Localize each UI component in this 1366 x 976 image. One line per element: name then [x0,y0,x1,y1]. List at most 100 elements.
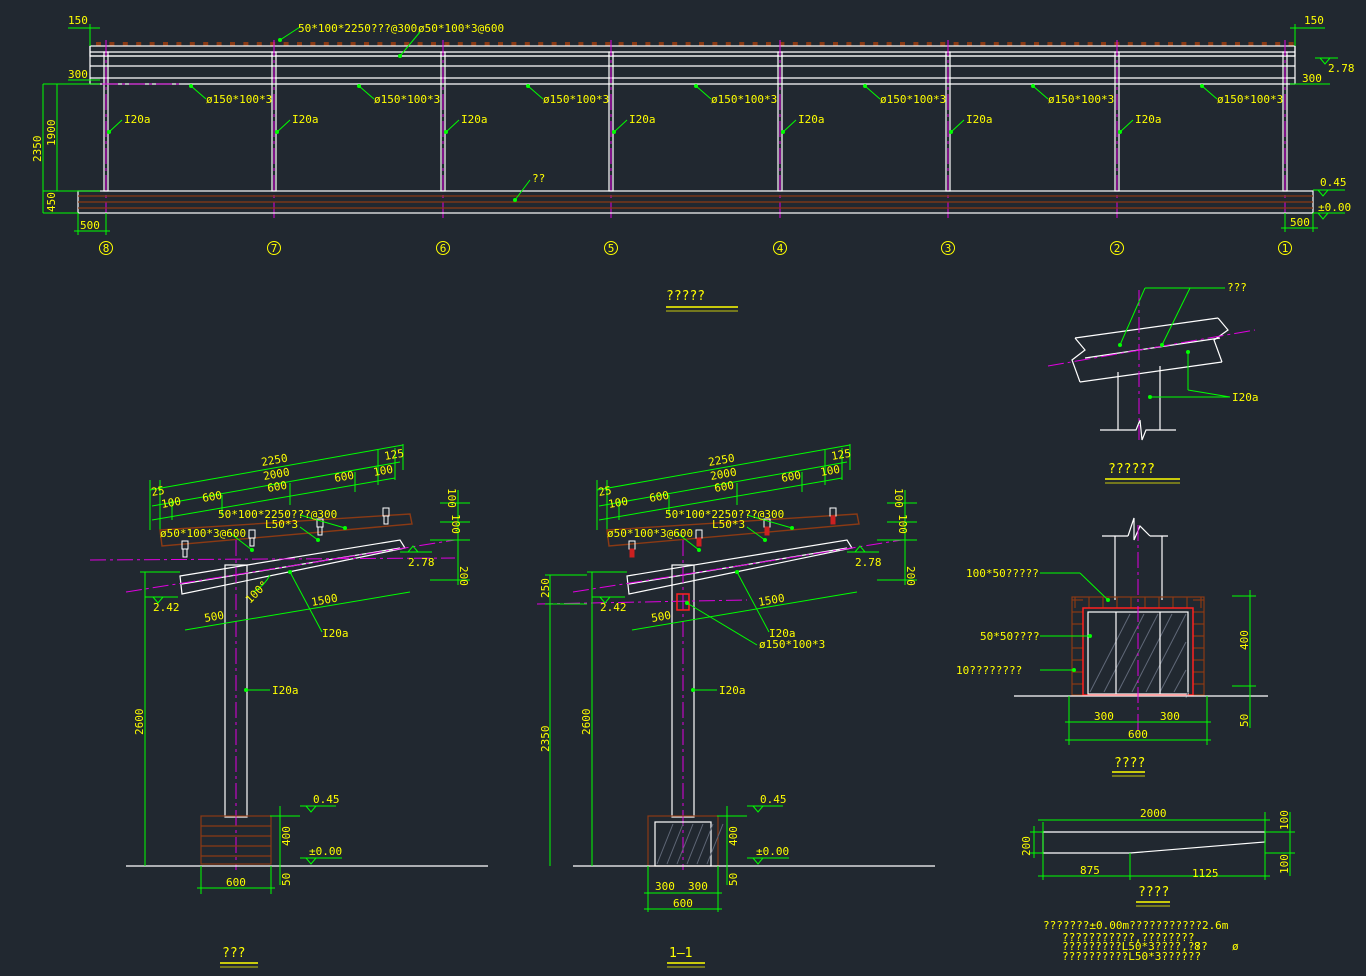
column-label: I20a [629,113,656,126]
roof-slat [980,42,986,46]
dim-600a: 600 [648,489,670,505]
roof-slat [953,42,959,46]
roof-slat [632,42,637,46]
base-dim-300b: 300 [1160,710,1180,723]
roof-slat [1141,42,1147,46]
dim-50: 50 [280,873,293,886]
column-label: I20a [461,113,488,126]
roof-slat [189,42,195,46]
dim-1900: 1900 [45,120,58,147]
joint-detail: ??? I20a ?????? [1047,281,1259,484]
roof-slat [712,42,718,46]
roof-purlin-top [89,45,1296,57]
roof-slat [1221,42,1227,46]
base-dim-400: 400 [1238,630,1251,650]
roof-slat [417,42,423,46]
axis-bubble [99,241,113,255]
roof-slat [1047,42,1053,46]
dim-300-left: 300 [68,68,88,81]
roof-slat [551,42,557,46]
dim-200: 200 [457,566,470,586]
roof-slat [752,42,758,46]
roof-slat [1194,42,1200,46]
roof-slat [350,42,356,46]
roof-slat [739,42,745,46]
roof-slat [122,42,128,46]
bench-dim-100a: 100 [1278,810,1291,830]
dim-500: 500 [650,609,672,625]
note-line-2: ???????????,???????? [1062,931,1194,944]
roof-slat [1060,42,1066,46]
roof-slat [364,42,369,46]
view-title: 1—1 [669,946,692,961]
dim-200: 200 [904,566,917,586]
dim-100: 100 [607,495,629,511]
column-label: I20a [1135,113,1162,126]
roof-slat [1034,42,1039,46]
axis-label: 8 [103,242,110,255]
roof-slat [1248,42,1254,46]
angle-bracket [830,515,836,525]
roof-slat [913,42,919,46]
roof-slat [297,42,302,46]
roof-slat [431,42,436,46]
base-detail-title: ???? [1114,756,1145,771]
roof-slat [685,42,691,46]
dim-2000: 2000 [262,466,290,483]
dim-2600: 2600 [133,709,146,736]
callout-slats: 50*100*2250???@300 [665,508,784,521]
roof-slat [310,42,316,46]
roof-slat [216,42,222,46]
roof-slat [926,42,932,46]
axis-label: 3 [945,242,952,255]
notes: ???????±0.00m???????????2.6m ???????????… [1043,919,1239,963]
pipe-label: ø150*100*3 [1217,93,1283,106]
angle-bracket [764,526,770,536]
pipe-label: ø150*100*3 [880,93,946,106]
dim-600a: 600 [201,489,223,505]
roof-slat [1074,42,1080,46]
axis-bubble [941,241,955,255]
axis-label: 1 [1282,242,1289,255]
view-title: ??? [222,946,245,961]
dim-2350: 2350 [31,136,44,163]
roof-slat [967,42,972,46]
joint-callout-top: ??? [1227,281,1247,294]
roof-slat [323,42,329,46]
elev-000: ±0.00 [756,845,789,858]
purlin-pipe [248,529,256,539]
roof-slat [511,42,517,46]
roof-slat [645,42,651,46]
roof-slat [699,42,704,46]
roof-slat [565,42,570,46]
axis-bubble [773,241,787,255]
roof-slat [524,42,530,46]
dim-450: 450 [45,192,58,212]
axis-bubble [1110,241,1124,255]
column-label: I20a [966,113,993,126]
roof-slat [578,42,584,46]
roof-slat [149,42,155,46]
joint-callout-col: I20a [1232,391,1259,404]
roof-timber [606,513,860,547]
roof-slat [96,42,101,46]
elev-045: 0.45 [1320,176,1347,189]
roof-slat [1127,42,1133,46]
dim-125: 125 [830,447,852,463]
dim-500-right: 500 [1290,216,1310,229]
callout-pipe: ø50*100*3@600 [607,527,693,540]
callout-angle: L50*3 [712,518,745,531]
roof-slat [404,42,410,46]
angle-bracket [317,526,323,536]
roof-slat [203,42,209,46]
dim-100b: 100 [449,514,462,534]
elevation-title: ????? [666,289,705,304]
roof-slat [1181,42,1187,46]
roof-slat [658,42,664,46]
angle-bracket [182,548,188,558]
axis-bubble [436,241,450,255]
dim-2000: 2000 [709,466,737,483]
roof-slat [993,42,999,46]
